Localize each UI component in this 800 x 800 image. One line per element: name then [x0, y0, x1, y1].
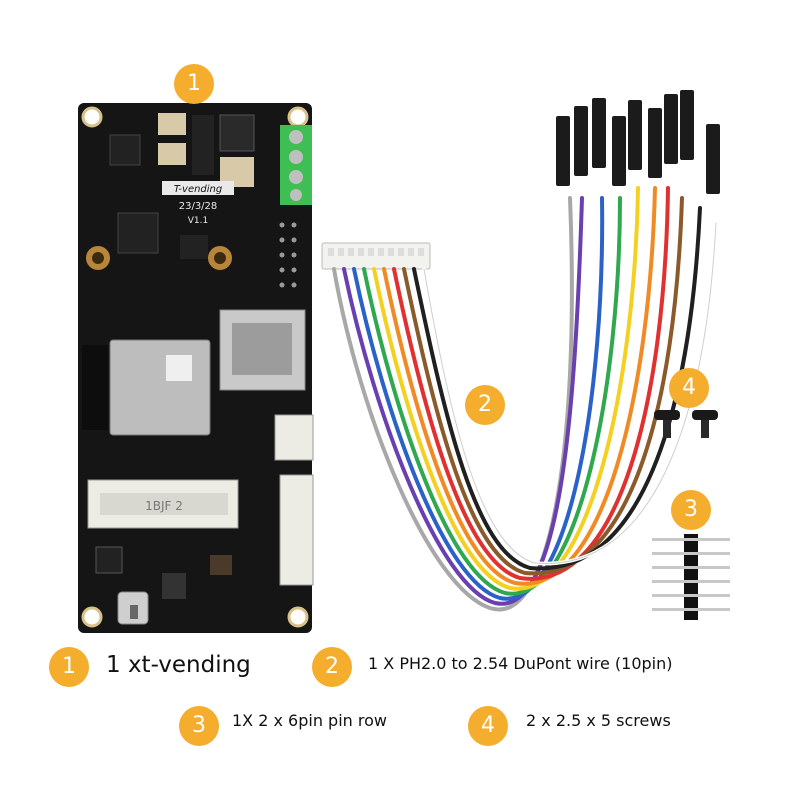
legend-2-text: 1 X PH2.0 to 2.54 DuPont wire (10pin): [368, 654, 673, 673]
board-silkscreen-version: V1.1: [188, 216, 208, 226]
legend-2-badge: 2: [312, 647, 352, 687]
legend-3-badge: 3: [179, 706, 219, 746]
legend-4-text: 2 x 2.5 x 5 screws: [526, 711, 671, 730]
board-silkscreen-name: T-vending: [174, 184, 223, 195]
legend-1-text: 1 xt-vending: [106, 652, 251, 678]
pin-header-image: [652, 534, 730, 620]
callout-1-badge: 1: [174, 64, 214, 104]
slot-label: 1BJF 2: [145, 499, 183, 513]
pcb-board-image: T-vending 23/3/28 V1.1 1BJF 2: [78, 103, 314, 633]
callout-2-badge: 2: [465, 385, 505, 425]
callout-4-badge: 4: [669, 368, 709, 408]
legend-4-badge: 4: [468, 706, 508, 746]
legend-3-text: 1X 2 x 6pin pin row: [232, 711, 387, 730]
screw-image: [654, 410, 718, 438]
legend-1-badge: 1: [49, 647, 89, 687]
callout-3-badge: 3: [671, 490, 711, 530]
board-silkscreen-date: 23/3/28: [179, 201, 218, 212]
